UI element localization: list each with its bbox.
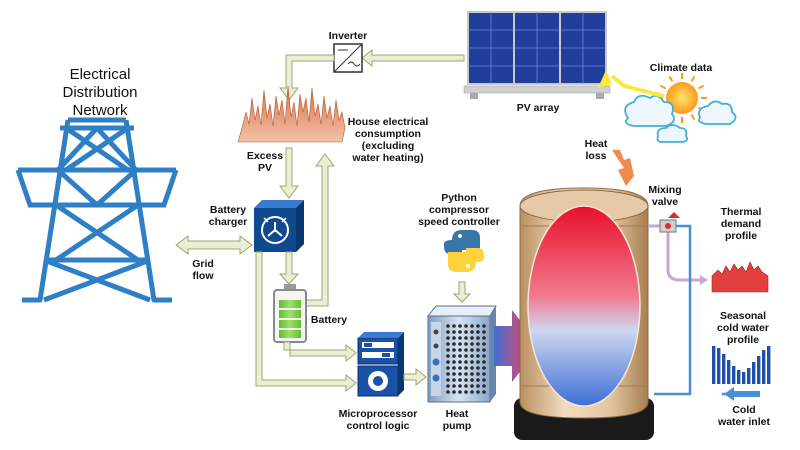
excess-pv-label: Excess PV xyxy=(246,150,284,174)
battery-charger-label: Battery charger xyxy=(208,204,248,228)
heat-transfer-arrow xyxy=(494,310,540,382)
seasonal-profile-label: Seasonal cold water profile xyxy=(717,310,769,346)
hot-water-tank-icon xyxy=(514,187,654,440)
seasonal-cold-water-profile-icon xyxy=(712,346,771,384)
battery-icon xyxy=(273,284,307,343)
grid-flow-label: Grid flow xyxy=(192,258,214,282)
control-signal-arrows xyxy=(255,251,357,393)
climate-data-label: Climate data xyxy=(649,62,713,74)
lightning-icon xyxy=(612,150,634,186)
pv-array-label: PV array xyxy=(516,102,560,114)
heat-pump-fan-grille xyxy=(446,324,486,394)
inverter-icon xyxy=(333,43,363,73)
charger-to-battery-arrow xyxy=(278,251,300,285)
mixing-valve-label: Mixing valve xyxy=(648,184,682,208)
network-label: Electrical Distribution Network xyxy=(62,66,138,119)
heat-loss-label: Heat loss xyxy=(584,138,608,162)
battery-to-house-arrow xyxy=(299,153,335,307)
inverter-to-house-arrow xyxy=(279,54,335,101)
pv-array-icon xyxy=(463,11,611,99)
battery-label: Battery xyxy=(310,314,348,326)
mixing-valve-icon xyxy=(648,212,708,285)
python-to-heatpump-arrow xyxy=(452,281,472,303)
heat-pump-label: Heat pump xyxy=(442,408,472,432)
grid-flow-arrow xyxy=(175,235,253,255)
inverter-label: Inverter xyxy=(328,30,368,42)
battery-charger-icon xyxy=(254,200,304,252)
house-consumption-profile-icon xyxy=(237,85,346,143)
excess-pv-arrow xyxy=(279,147,299,199)
pv-to-inverter-arrow xyxy=(361,48,465,68)
cloud-icon xyxy=(624,94,737,143)
thermal-demand-label: Thermal demand profile xyxy=(720,206,762,242)
cold-water-inlet-arrow xyxy=(724,387,760,401)
control-to-heatpump-arrow xyxy=(403,367,427,387)
cold-water-inlet-label: Cold water inlet xyxy=(718,404,770,428)
microprocessor-icon xyxy=(357,332,404,397)
transmission-tower-icon xyxy=(15,117,179,303)
python-controller-label: Python compressor speed controller xyxy=(418,192,500,228)
thermal-demand-profile-icon xyxy=(711,261,769,293)
python-logo-icon xyxy=(444,230,484,272)
house-consumption-label: House electrical consumption (excluding … xyxy=(347,116,429,164)
microprocessor-label: Microprocessor control logic xyxy=(338,408,418,432)
heat-pump-icon xyxy=(426,305,497,403)
climate-data-arrow xyxy=(598,70,665,98)
